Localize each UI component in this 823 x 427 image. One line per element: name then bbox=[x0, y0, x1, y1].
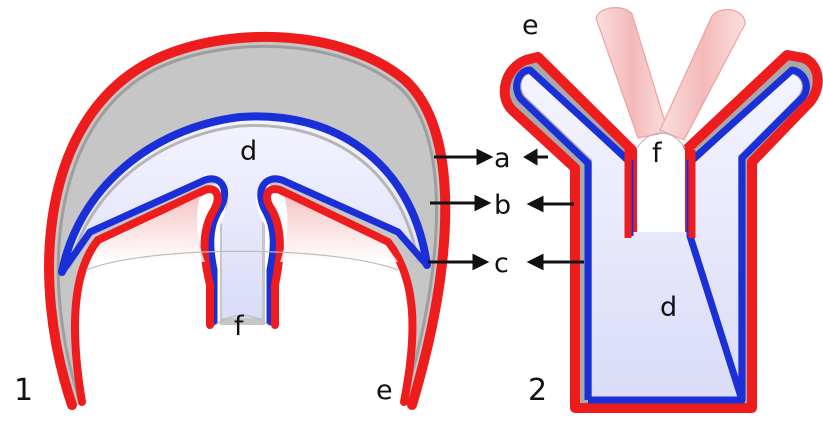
label-f-polyp: f bbox=[652, 138, 663, 169]
arrow-c-left-head bbox=[474, 256, 486, 268]
arrow-b-right-head bbox=[530, 198, 542, 210]
polyp-figure bbox=[505, 8, 818, 408]
label-a: a bbox=[494, 143, 511, 174]
label-d-polyp: d bbox=[660, 292, 677, 323]
label-b: b bbox=[494, 190, 511, 221]
figure-number-1: 1 bbox=[14, 373, 33, 408]
label-c: c bbox=[494, 248, 509, 279]
arrow-b-left-head bbox=[476, 197, 488, 209]
arrow-a-left-head bbox=[478, 151, 490, 163]
figure-number-2: 2 bbox=[528, 373, 547, 408]
label-e-polyp: e bbox=[522, 10, 539, 41]
label-e-medusa: e bbox=[376, 375, 393, 406]
label-f-medusa: f bbox=[234, 311, 245, 342]
arrow-a-right-head bbox=[526, 151, 536, 163]
medusa-figure bbox=[49, 37, 445, 405]
arrow-c-right-head bbox=[530, 256, 542, 268]
label-d-medusa: d bbox=[240, 136, 257, 167]
